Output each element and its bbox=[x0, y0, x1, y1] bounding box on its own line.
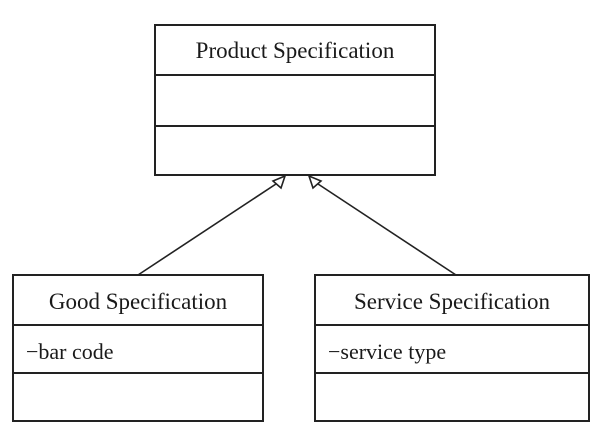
class-name-compartment: Service Specification bbox=[316, 276, 588, 326]
class-name: Product Specification bbox=[195, 38, 395, 63]
class-name-compartment: Good Specification bbox=[14, 276, 262, 326]
hollow-triangle-arrowhead bbox=[307, 174, 323, 190]
operations-compartment bbox=[14, 374, 262, 420]
generalization-good-to-product bbox=[137, 174, 287, 276]
operations-compartment bbox=[316, 374, 588, 420]
class-name-compartment: Product Specification bbox=[156, 26, 434, 76]
attribute-service-type: −service type bbox=[328, 339, 447, 364]
class-name: Good Specification bbox=[48, 289, 228, 314]
hollow-triangle-arrowhead bbox=[271, 174, 287, 190]
class-service-specification: Service Specification −service type bbox=[314, 274, 590, 422]
class-product-specification: Product Specification bbox=[154, 24, 436, 176]
attribute-bar-code: −bar code bbox=[26, 339, 114, 364]
attributes-compartment bbox=[156, 76, 434, 127]
generalization-service-to-product bbox=[307, 174, 457, 276]
operations-compartment bbox=[156, 127, 434, 174]
attributes-compartment: −service type bbox=[316, 326, 588, 374]
attributes-compartment: −bar code bbox=[14, 326, 262, 374]
class-good-specification: Good Specification −bar code bbox=[12, 274, 264, 422]
class-name: Service Specification bbox=[353, 289, 551, 314]
